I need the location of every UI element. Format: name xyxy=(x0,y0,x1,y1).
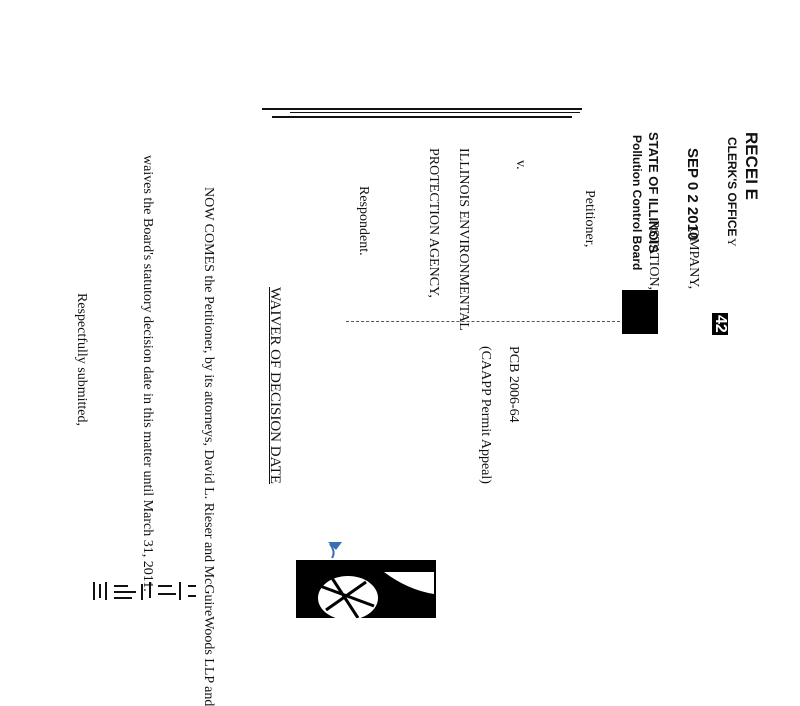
versus: v. xyxy=(513,160,528,170)
respondent-label: Respondent. xyxy=(356,186,371,256)
case-type: (CAAPP Permit Appeal) xyxy=(478,346,493,484)
body-line-2: waives the Board's statutory decision da… xyxy=(140,155,155,592)
respondent-name-line-2: PROTECTION AGENCY, xyxy=(426,148,441,298)
document-title: WAIVER OF DECISION DATE xyxy=(267,287,283,485)
pollution-control-board: Pollution Control Board xyxy=(630,135,644,271)
case-number: PCB 2006-64 xyxy=(506,346,521,423)
clerks-office-text: CLERK'S OFFICE xyxy=(725,137,739,237)
seal-stamp xyxy=(622,290,658,334)
seal-number: 42 xyxy=(712,313,729,335)
header-rule xyxy=(272,116,572,118)
header-rule xyxy=(262,108,582,110)
closing-text: Respectfully submitted, xyxy=(74,293,89,426)
petitioner-name-line-2: RSTATION, xyxy=(646,220,661,291)
by-fragment: Y xyxy=(725,238,739,247)
received-stamp-text: RECEI E xyxy=(742,132,761,201)
petitioner-label: Petitioner, xyxy=(582,190,597,248)
caption-divider xyxy=(346,321,620,322)
body-line-1: NOW COMES the Petitioner, by its attorne… xyxy=(201,187,216,706)
law-firm-logo xyxy=(296,538,436,620)
petitioner-name-line-1: OMPANY, xyxy=(686,228,701,290)
header-rule xyxy=(290,112,580,113)
stamp-date: SEP 0 2 2010 xyxy=(684,148,701,241)
signature xyxy=(92,578,198,604)
respondent-name-line-1: ILLINOIS ENVIRONMENTAL xyxy=(456,148,471,331)
